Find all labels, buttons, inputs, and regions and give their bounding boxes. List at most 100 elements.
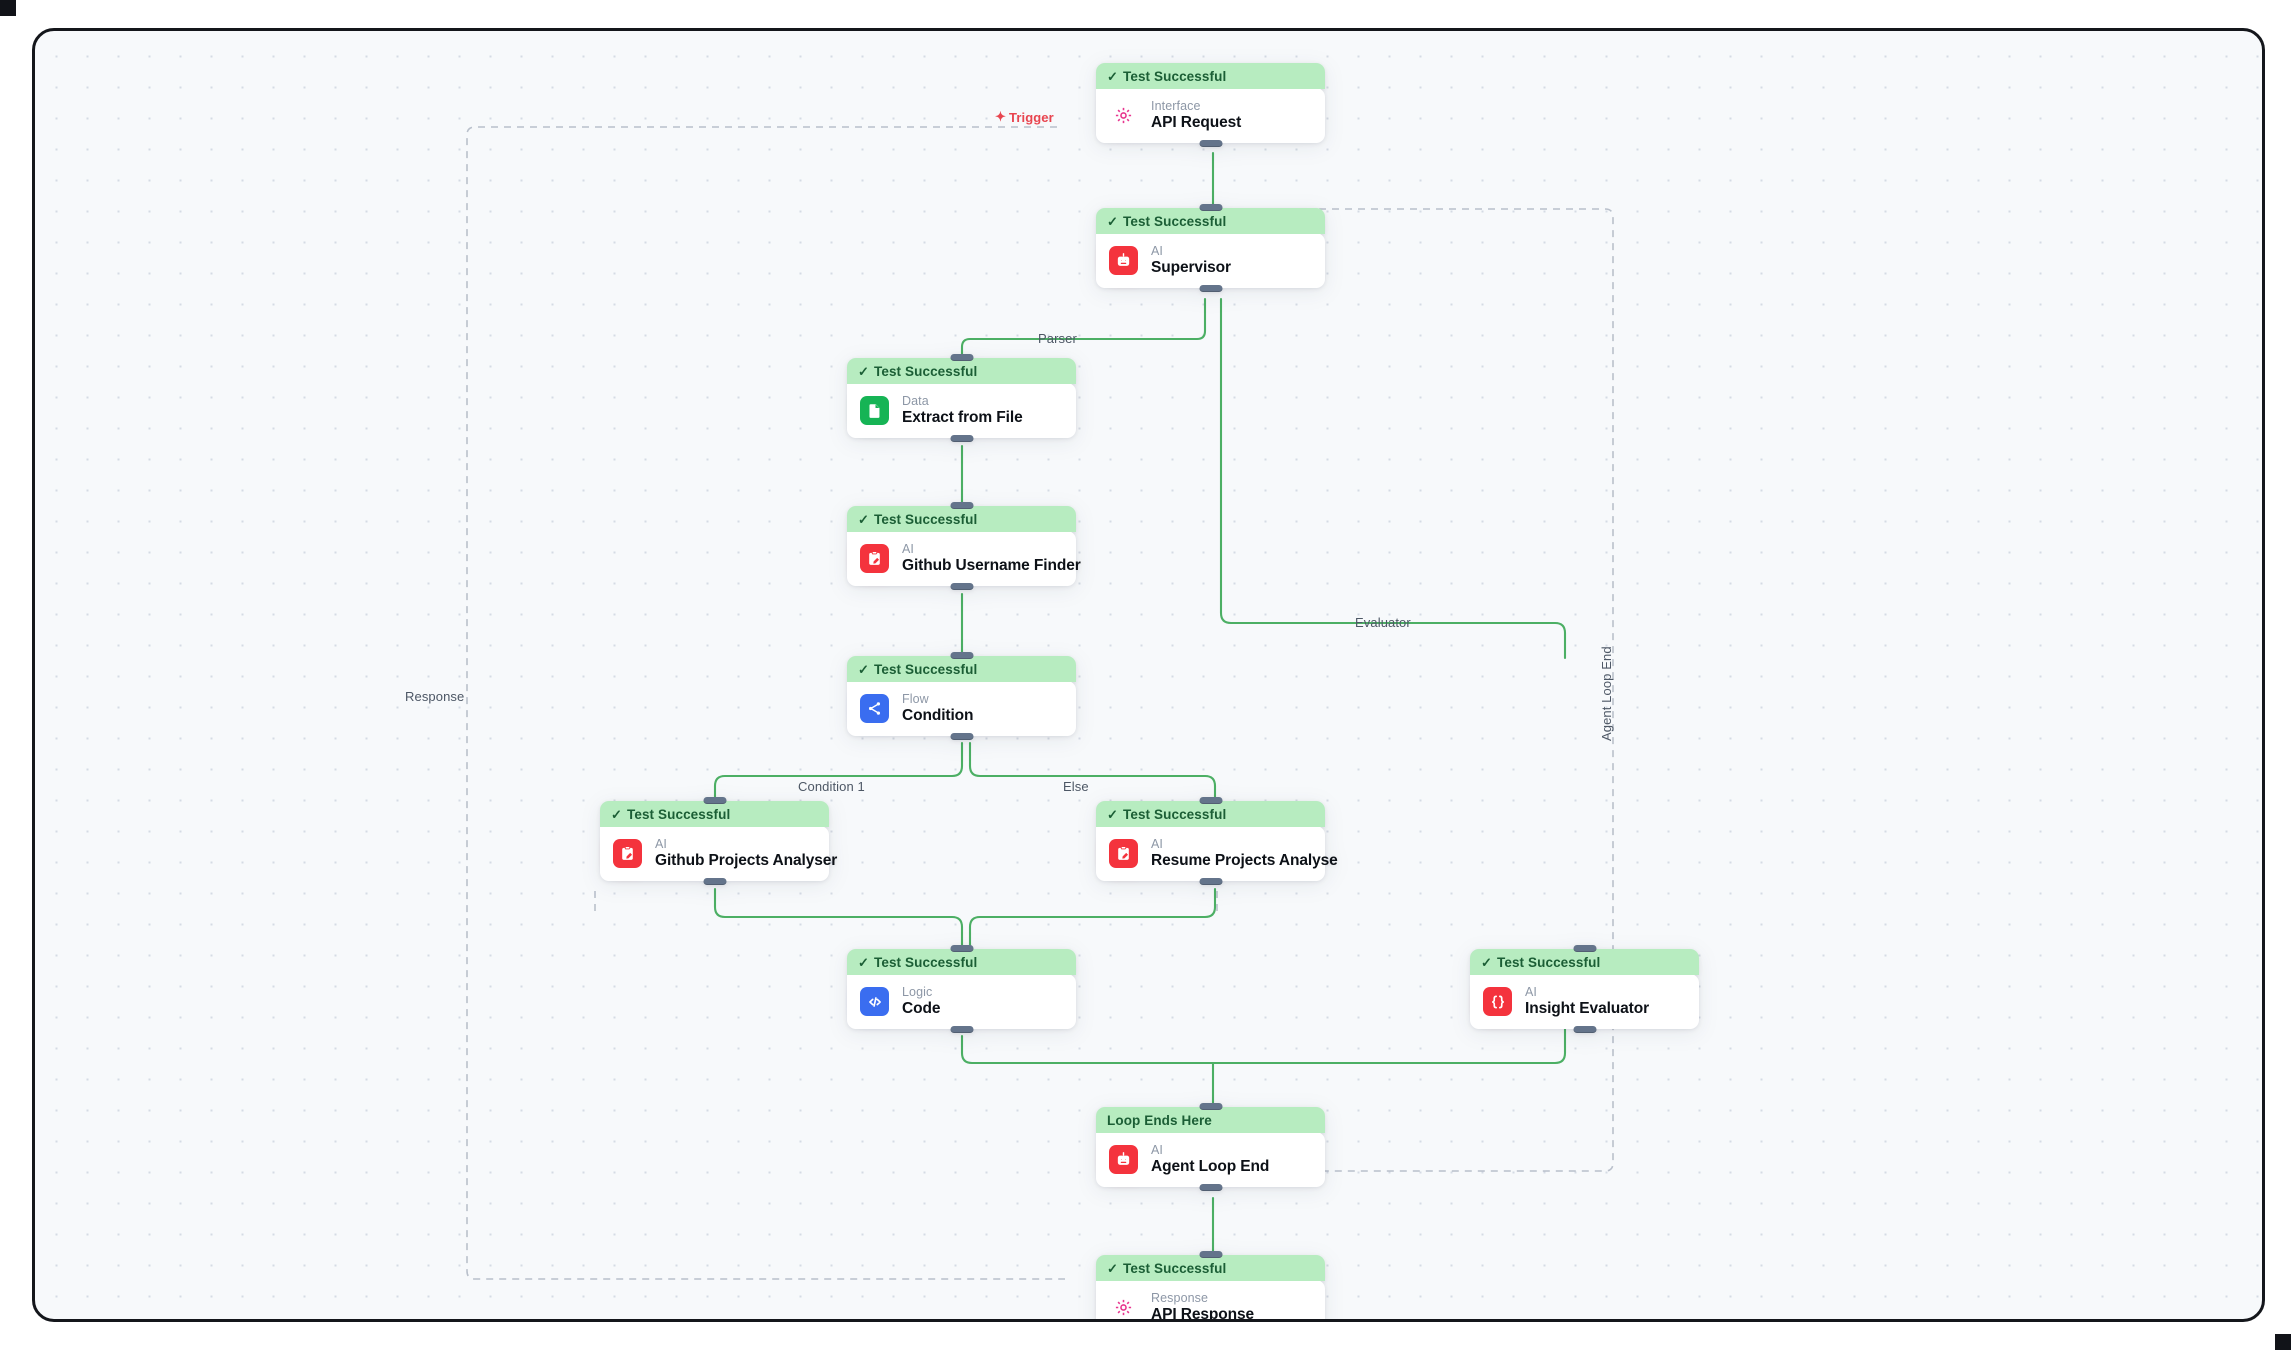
node-body[interactable]: AI Github Projects Analyser: [600, 826, 837, 881]
node-kind-label: AI: [1151, 1142, 1164, 1157]
node-title-label: API Response: [1151, 1305, 1255, 1322]
edge-label-parser: Parser: [1038, 331, 1077, 346]
node-port-bottom[interactable]: [1573, 1026, 1596, 1033]
node-status-bar: ✓ Test Successful: [1096, 208, 1325, 234]
code-brackets-icon: [860, 987, 889, 1016]
check-icon: ✓: [1107, 68, 1118, 84]
edge-label-response: Response: [405, 689, 465, 704]
node-text: AI Supervisor: [1151, 244, 1231, 278]
node-api-request[interactable]: ✓ Test Successful Interface API Request: [1096, 63, 1325, 147]
node-body[interactable]: AI Agent Loop End: [1096, 1132, 1325, 1187]
workflow-canvas[interactable]: ✓ Test Successful Interface API Request …: [32, 28, 2265, 1322]
node-api-response[interactable]: ✓ Test Successful Response API Response: [1096, 1251, 1325, 1322]
node-port-top[interactable]: [1573, 945, 1596, 952]
node-port-bottom[interactable]: [1199, 878, 1222, 885]
corner-mark-top-left: [0, 0, 16, 16]
node-text: Flow Condition: [902, 692, 974, 726]
node-code[interactable]: ✓ Test Successful Logic Code: [847, 945, 1076, 1033]
node-body[interactable]: Response API Response: [1096, 1280, 1325, 1322]
node-title-label: Supervisor: [1151, 258, 1231, 276]
node-kind-label: Interface: [1151, 98, 1201, 113]
node-port-top[interactable]: [703, 797, 726, 804]
node-body[interactable]: AI Resume Projects Analyse: [1096, 826, 1338, 881]
node-port-bottom[interactable]: [1199, 140, 1222, 147]
edge-label-condition-1: Condition 1: [798, 779, 865, 794]
edge-label-else: Else: [1063, 779, 1089, 794]
node-body[interactable]: Interface API Request: [1096, 88, 1325, 143]
node-port-top[interactable]: [1199, 797, 1222, 804]
clipboard-pencil-icon: [613, 839, 642, 868]
node-status-label: Test Successful: [874, 661, 978, 677]
node-status-bar: ✓ Test Successful: [847, 949, 1076, 975]
node-port-top[interactable]: [950, 354, 973, 361]
node-status-bar: ✓ Test Successful: [847, 358, 1076, 384]
check-icon: ✓: [1107, 213, 1118, 229]
node-port-top[interactable]: [1199, 1251, 1222, 1258]
node-kind-label: AI: [1525, 984, 1538, 999]
node-agent-loop-end[interactable]: Loop Ends Here AI Agent Loop End: [1096, 1103, 1325, 1191]
node-resume-projects-analyse[interactable]: ✓ Test Successful AI Resume Projects Ana…: [1096, 797, 1338, 885]
node-port-bottom[interactable]: [950, 583, 973, 590]
node-status-bar: ✓ Test Successful: [1096, 63, 1325, 89]
node-port-top[interactable]: [950, 945, 973, 952]
node-title-label: Condition: [902, 706, 974, 724]
node-status-bar: ✓ Test Successful: [1096, 801, 1325, 827]
check-icon: ✓: [858, 954, 869, 970]
node-title-label: Github Username Finder: [902, 556, 1081, 574]
check-icon: ✓: [858, 363, 869, 379]
node-body[interactable]: AI Github Username Finder: [847, 531, 1081, 586]
node-body[interactable]: Logic Code: [847, 974, 1076, 1029]
node-condition[interactable]: ✓ Test Successful Flow Condition: [847, 652, 1076, 740]
node-status-bar: Loop Ends Here: [1096, 1107, 1325, 1133]
node-port-bottom[interactable]: [950, 733, 973, 740]
node-body[interactable]: AI Supervisor: [1096, 233, 1325, 288]
node-status-bar: ✓ Test Successful: [1470, 949, 1699, 975]
edge-layer: [466, 126, 1614, 1280]
node-port-top[interactable]: [1199, 1103, 1222, 1110]
node-text: AI Github Username Finder: [902, 541, 1081, 576]
node-status-label: Test Successful: [874, 363, 978, 379]
node-port-top[interactable]: [1199, 204, 1222, 211]
node-body[interactable]: AI Insight Evaluator: [1470, 974, 1699, 1029]
robot-icon: [1109, 246, 1138, 275]
node-text: Logic Code: [902, 985, 940, 1019]
node-port-bottom[interactable]: [950, 1026, 973, 1033]
node-status-label: Test Successful: [1123, 806, 1227, 822]
node-status-label: Test Successful: [1123, 213, 1227, 229]
edge-label-text: Trigger: [1009, 109, 1054, 125]
node-port-top[interactable]: [950, 652, 973, 659]
branch-share-icon: [860, 694, 889, 723]
robot-icon: [1109, 1145, 1138, 1174]
node-status-label: Test Successful: [1123, 68, 1227, 84]
node-extract-from-file[interactable]: ✓ Test Successful Data Extract from File: [847, 354, 1076, 442]
node-kind-label: AI: [1151, 836, 1164, 851]
node-title-label: API Request: [1151, 113, 1242, 131]
node-status-label: Test Successful: [627, 806, 731, 822]
node-port-bottom[interactable]: [1199, 285, 1222, 292]
corner-mark-bottom-right: [2275, 1334, 2291, 1350]
check-icon: ✓: [858, 661, 869, 677]
node-kind-label: AI: [902, 541, 915, 556]
node-github-username-finder[interactable]: ✓ Test Successful AI Github Username Fin…: [847, 502, 1081, 590]
node-body[interactable]: Data Extract from File: [847, 383, 1076, 438]
node-text: AI Agent Loop End: [1151, 1143, 1269, 1177]
node-port-top[interactable]: [950, 502, 973, 509]
node-port-bottom[interactable]: [703, 878, 726, 885]
node-title-label: Resume Projects Analyse: [1151, 851, 1338, 869]
node-github-projects-analyser[interactable]: ✓ Test Successful AI Github Projects Ana…: [600, 797, 837, 885]
node-port-bottom[interactable]: [1199, 1184, 1222, 1191]
node-body[interactable]: Flow Condition: [847, 681, 1076, 736]
curly-braces-icon: [1483, 987, 1512, 1016]
node-insight-evaluator[interactable]: ✓ Test Successful AI Insight Evaluator: [1470, 945, 1699, 1033]
node-port-bottom[interactable]: [950, 435, 973, 442]
node-text: AI Resume Projects Analyse: [1151, 836, 1338, 871]
check-icon: ✓: [858, 511, 869, 527]
node-status-label: Test Successful: [1497, 954, 1601, 970]
node-text: AI Insight Evaluator: [1525, 985, 1649, 1019]
node-kind-label: AI: [655, 836, 668, 851]
node-status-bar: ✓ Test Successful: [847, 656, 1076, 682]
node-title-label: Extract from File: [902, 408, 1023, 426]
clipboard-pencil-icon: [1109, 839, 1138, 868]
node-supervisor[interactable]: ✓ Test Successful AI Supervisor: [1096, 204, 1325, 292]
gear-flower-icon: [1109, 1293, 1138, 1319]
